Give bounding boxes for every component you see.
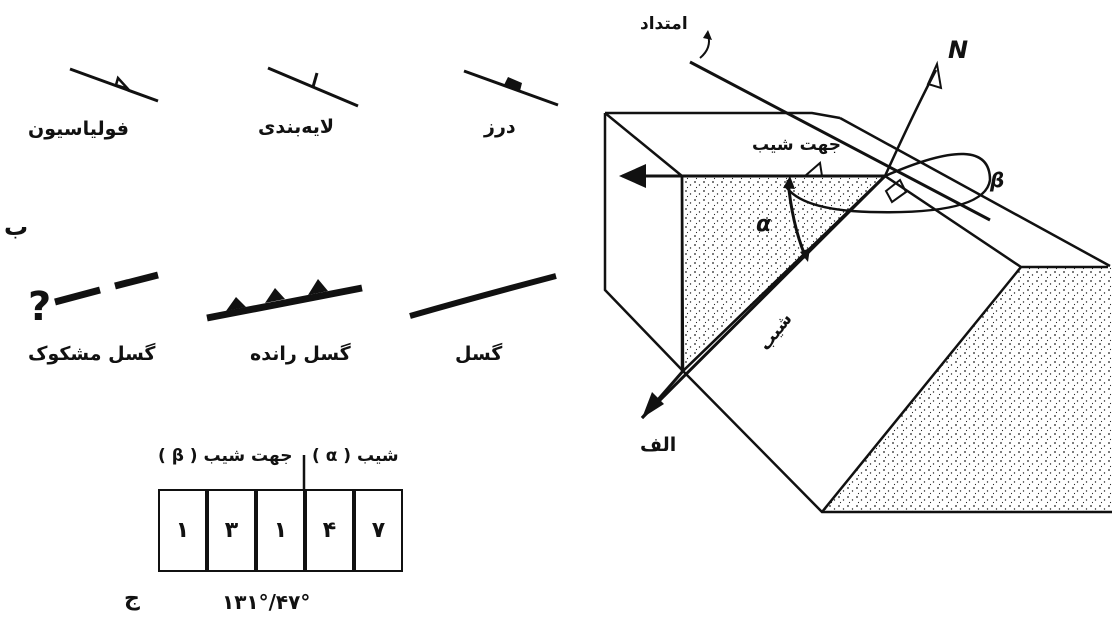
foliation-label: فولیاسیون xyxy=(28,118,129,140)
panel-label-a: الف xyxy=(640,434,677,456)
notation-digit-3: ۱ xyxy=(256,489,305,572)
foliation-symbol xyxy=(69,67,159,103)
notation-digit-4: ۴ xyxy=(305,489,354,572)
notation-dip-label: شیب ( α ) xyxy=(312,446,399,466)
bedding-symbol xyxy=(267,66,359,108)
bedding-label: لایه‌بندی xyxy=(258,116,335,138)
notation-digit-2: ۳ xyxy=(207,489,256,572)
panel-label-c: ج xyxy=(124,586,140,611)
block-diagram xyxy=(603,30,1112,514)
joint-symbol xyxy=(463,69,559,107)
dip-direction-label: جهت شیب xyxy=(752,135,842,155)
notation-formatted-value: ۱۳۱°/۴۷° xyxy=(222,590,311,614)
fault-symbol xyxy=(409,273,557,319)
north-label: N xyxy=(948,36,969,64)
inferred-fault-question-mark: ? xyxy=(28,284,52,330)
beta-label: β xyxy=(990,168,1005,192)
alpha-label: α xyxy=(756,212,772,237)
panel-label-b: ب xyxy=(4,213,29,241)
strike-label: امتداد xyxy=(640,14,688,34)
notation-dip-direction-label: جهت شیب ( β ) xyxy=(158,446,293,466)
fault-label: گسل xyxy=(455,343,503,365)
joint-label: درز xyxy=(484,116,516,138)
inferred-fault-label: گسل مشکوک xyxy=(28,343,156,365)
thrust-fault-label: گسل رانده xyxy=(250,343,351,365)
inferred-fault-symbol xyxy=(54,271,159,306)
notation-digit-5: ۷ xyxy=(354,489,403,572)
notation-digit-1: ۱ xyxy=(158,489,207,572)
thrust-fault-symbol xyxy=(206,279,363,322)
